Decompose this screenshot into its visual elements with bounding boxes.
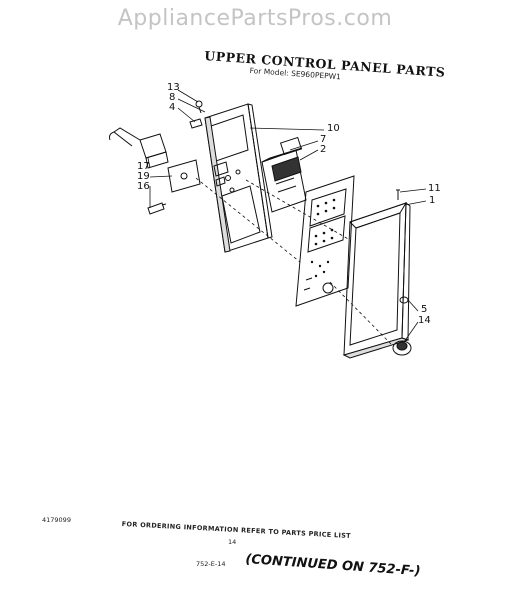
screw-part-13 [195,100,203,114]
callout-19: 19 [137,171,150,182]
callout-14: 14 [418,315,431,326]
trim-frame-part-1 [342,202,411,359]
callout-5: 5 [421,304,428,315]
callout-1: 1 [429,195,436,206]
connector-part-16 [147,202,167,215]
callout-17: 17 [137,161,150,172]
callout-8: 8 [169,92,176,103]
callout-10: 10 [327,123,340,134]
callout-11: 11 [428,183,441,194]
control-frame-part-10 [204,103,273,253]
callout-13: 13 [167,82,180,93]
callout-7: 7 [320,134,327,145]
switch-assembly-part-17 [109,127,169,169]
page-number: 14 [228,538,237,546]
document-number: 4179099 [42,516,71,524]
knob-part-14 [392,340,412,356]
page-code: 752-E-14 [196,560,226,568]
bracket-part-19 [167,159,201,193]
leader-lines [147,89,427,346]
callout-2: 2 [320,144,327,155]
screw-part-11 [396,189,400,200]
screw-part-4 [189,118,203,129]
callout-4: 4 [169,102,176,113]
control-module-part-7 [261,136,307,213]
watermark: AppliancePartsPros.com [117,6,393,31]
callout-16: 16 [137,181,150,192]
keypad-panel-part-2 [295,175,355,307]
washer-part-5 [399,296,409,304]
